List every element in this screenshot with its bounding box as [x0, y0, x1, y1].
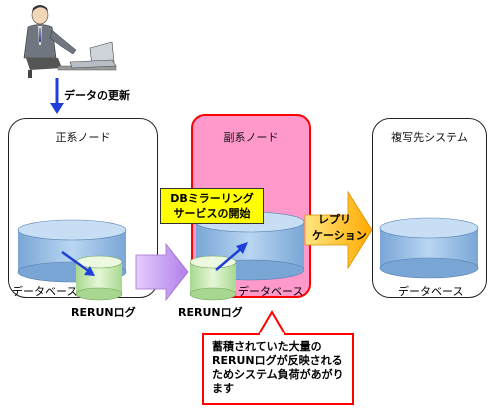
replication-label-line1: レプリ: [318, 213, 351, 226]
secondary-log-label: RERUNログ: [178, 306, 243, 319]
update-arrow-icon: [50, 78, 64, 114]
mirroring-start-line2: サービスの開始: [173, 207, 251, 220]
secondary-rerun-log-icon: [189, 255, 237, 301]
callout-line3: ためシステム負荷があがり: [212, 368, 344, 381]
target-node-title: 複写先システム: [391, 131, 468, 144]
primary-log-write-arrow-icon: [61, 250, 95, 276]
load-callout-box: [202, 310, 354, 405]
callout-line4: ます: [212, 382, 234, 395]
person-at-computer-icon: [23, 5, 117, 78]
mirroring-start-line1: DBミラーリング: [170, 192, 254, 205]
mirroring-start-box: DBミラーリング サービスの開始: [160, 188, 264, 224]
primary-rerun-log-icon: [75, 255, 123, 301]
secondary-db-label: データベース: [238, 285, 304, 298]
secondary-node-title: 副系ノード: [223, 131, 279, 144]
primary-db-label: データベース: [12, 285, 78, 298]
secondary-log-apply-arrow-icon: [215, 242, 248, 271]
callout-line1: 蓄積されていた大量の: [212, 340, 322, 353]
target-db-label: データベース: [398, 285, 464, 298]
callout-line2: RERUNログが反映される: [212, 354, 343, 367]
log-transfer-arrow-icon: [135, 242, 189, 302]
primary-node-title: 正系ノード: [55, 131, 111, 144]
replication-label-line2: ケーション: [312, 229, 367, 242]
replication-arrow-icon: [304, 190, 373, 270]
update-label: データの更新: [64, 89, 130, 102]
primary-log-label: RERUNログ: [71, 306, 136, 319]
target-database-icon: [379, 217, 479, 279]
